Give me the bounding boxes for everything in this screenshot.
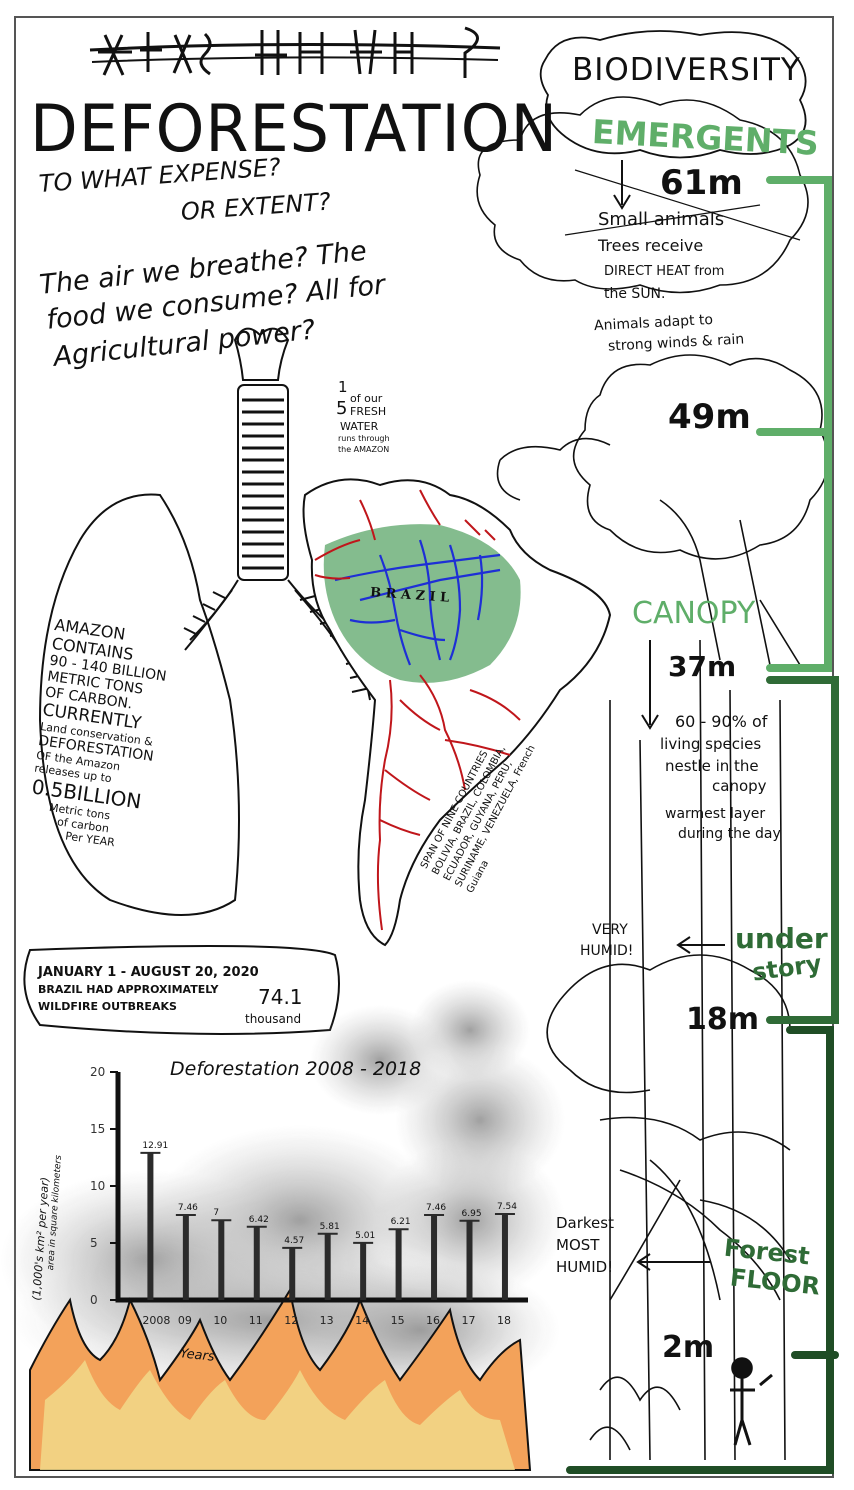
canopy-note-6: during the day	[678, 826, 781, 842]
chart-bar	[466, 1220, 473, 1300]
understory-note-2: HUMID!	[580, 943, 634, 959]
carbon-note: AMAZON CONTAINS 90 - 140 BILLION METRIC …	[25, 615, 244, 863]
chart-bar	[501, 1214, 508, 1300]
wildfire-number: 74.1	[258, 985, 303, 1009]
page-title: DEFORESTATION	[30, 90, 558, 167]
chart-value-label: 6.42	[249, 1215, 269, 1225]
south-america-map	[302, 478, 612, 947]
forest-floor-note-1: Darkest	[556, 1214, 614, 1232]
trees-drawing	[476, 96, 829, 1461]
forest-floor-note-2: MOST	[556, 1236, 600, 1254]
chart-title: Deforestation 2008 - 2018	[170, 1058, 422, 1080]
chart-bar	[395, 1229, 402, 1300]
canopy-note-1: 60 - 90% of	[675, 712, 768, 731]
chart-ytick-label: 15	[90, 1122, 105, 1136]
chart-category-label: 16	[426, 1314, 440, 1327]
smoke	[0, 980, 565, 1400]
wildfire-line-2: BRAZIL HAD APPROXIMATELY	[38, 983, 219, 996]
emergents-height: 61m	[660, 163, 743, 203]
wildfire-line-3: WILDFIRE OUTBREAKS	[38, 1000, 177, 1013]
chart-value-label: 7.46	[178, 1203, 198, 1213]
chart-bar	[431, 1214, 438, 1300]
understory-height: 18m	[686, 1002, 760, 1037]
understory-note-1: VERY	[592, 922, 628, 938]
chart-bars	[140, 1151, 515, 1300]
layer-brackets	[566, 176, 839, 1474]
chart-bar	[360, 1242, 367, 1300]
chart-category-label: 18	[497, 1314, 511, 1327]
understory-label-1: under	[735, 922, 828, 955]
chart-value-label: 5.01	[355, 1231, 375, 1241]
freshwater-line-2: FRESH	[350, 405, 387, 418]
chart-bar	[147, 1152, 154, 1300]
wildfire-unit: thousand	[245, 1012, 302, 1026]
wildfire-line-1: JANUARY 1 - AUGUST 20, 2020	[38, 965, 259, 980]
chart-labels: 12.91 2008 7.46 09 7 10 6.42 11 4.57 12 5.81 13 5.01…	[90, 1065, 517, 1327]
chart-value-label: 4.57	[284, 1236, 304, 1246]
flames	[29, 1287, 532, 1471]
chart-category-label: 09	[178, 1314, 192, 1327]
height-49m: 49m	[668, 397, 751, 437]
canopy-label: CANOPY	[632, 596, 756, 631]
chart-ytick-label: 10	[90, 1179, 105, 1193]
biodiversity-heading: BIODIVERSITY	[572, 52, 801, 88]
freshwater-line-4: runs through	[338, 434, 390, 443]
chart-bar	[182, 1214, 189, 1300]
canopy-note-2: living species	[660, 735, 762, 753]
chart-category-label: 11	[249, 1314, 263, 1327]
canopy-note-4: canopy	[712, 777, 767, 795]
emergents-note-3: DIRECT HEAT from	[604, 264, 725, 279]
freshwater-line-5: the AMAZON	[338, 445, 390, 454]
chart-ytick-label: 0	[90, 1293, 98, 1307]
chart-value-label: 12.91	[142, 1141, 168, 1151]
chart-bar	[218, 1220, 225, 1300]
chart-category-label: 14	[355, 1314, 369, 1327]
freshwater-line-1: of our	[350, 392, 383, 405]
canopy-height: 37m	[668, 650, 737, 683]
chart-category-label: 17	[462, 1314, 476, 1327]
arrows	[613, 160, 725, 1271]
chart-category-label: 2008	[142, 1314, 170, 1327]
chart-value-label: 7.46	[426, 1203, 446, 1213]
emergents-note-2: Trees receive	[598, 236, 704, 255]
emergents-note-4: the SUN.	[604, 286, 666, 302]
chart-ytick-label: 5	[90, 1236, 98, 1250]
chart-value-label: 5.81	[320, 1222, 340, 1232]
chart-value-label: 7	[213, 1208, 219, 1218]
chart-ytick-label: 20	[90, 1065, 105, 1079]
chart-value-label: 6.21	[391, 1217, 411, 1227]
forest-floor-height: 2m	[662, 1330, 715, 1365]
canopy-note-3: nestle in the	[665, 757, 759, 775]
canopy-note-5: warmest layer	[665, 806, 766, 822]
biodiversity-cloud	[539, 30, 807, 159]
forest-floor-note-3: HUMID!	[556, 1258, 614, 1276]
chart-category-label: 12	[284, 1314, 298, 1327]
freshwater-line-3: WATER	[340, 420, 379, 433]
chart-value-label: 6.95	[462, 1209, 482, 1219]
freshwater-fraction-num: 1	[338, 378, 348, 396]
emergents-note-1: Small animals	[598, 209, 725, 230]
chart-bar	[289, 1247, 296, 1300]
chart-bar	[253, 1226, 260, 1300]
scribbled-heading	[89, 26, 501, 78]
chart-category-label: 15	[391, 1314, 405, 1327]
chart-category-label: 13	[320, 1314, 334, 1327]
freshwater-fraction-den: 5	[336, 398, 348, 419]
chart-value-label: 7.54	[497, 1202, 517, 1212]
chart-category-label: 10	[213, 1314, 227, 1327]
chart-bar	[324, 1233, 331, 1300]
